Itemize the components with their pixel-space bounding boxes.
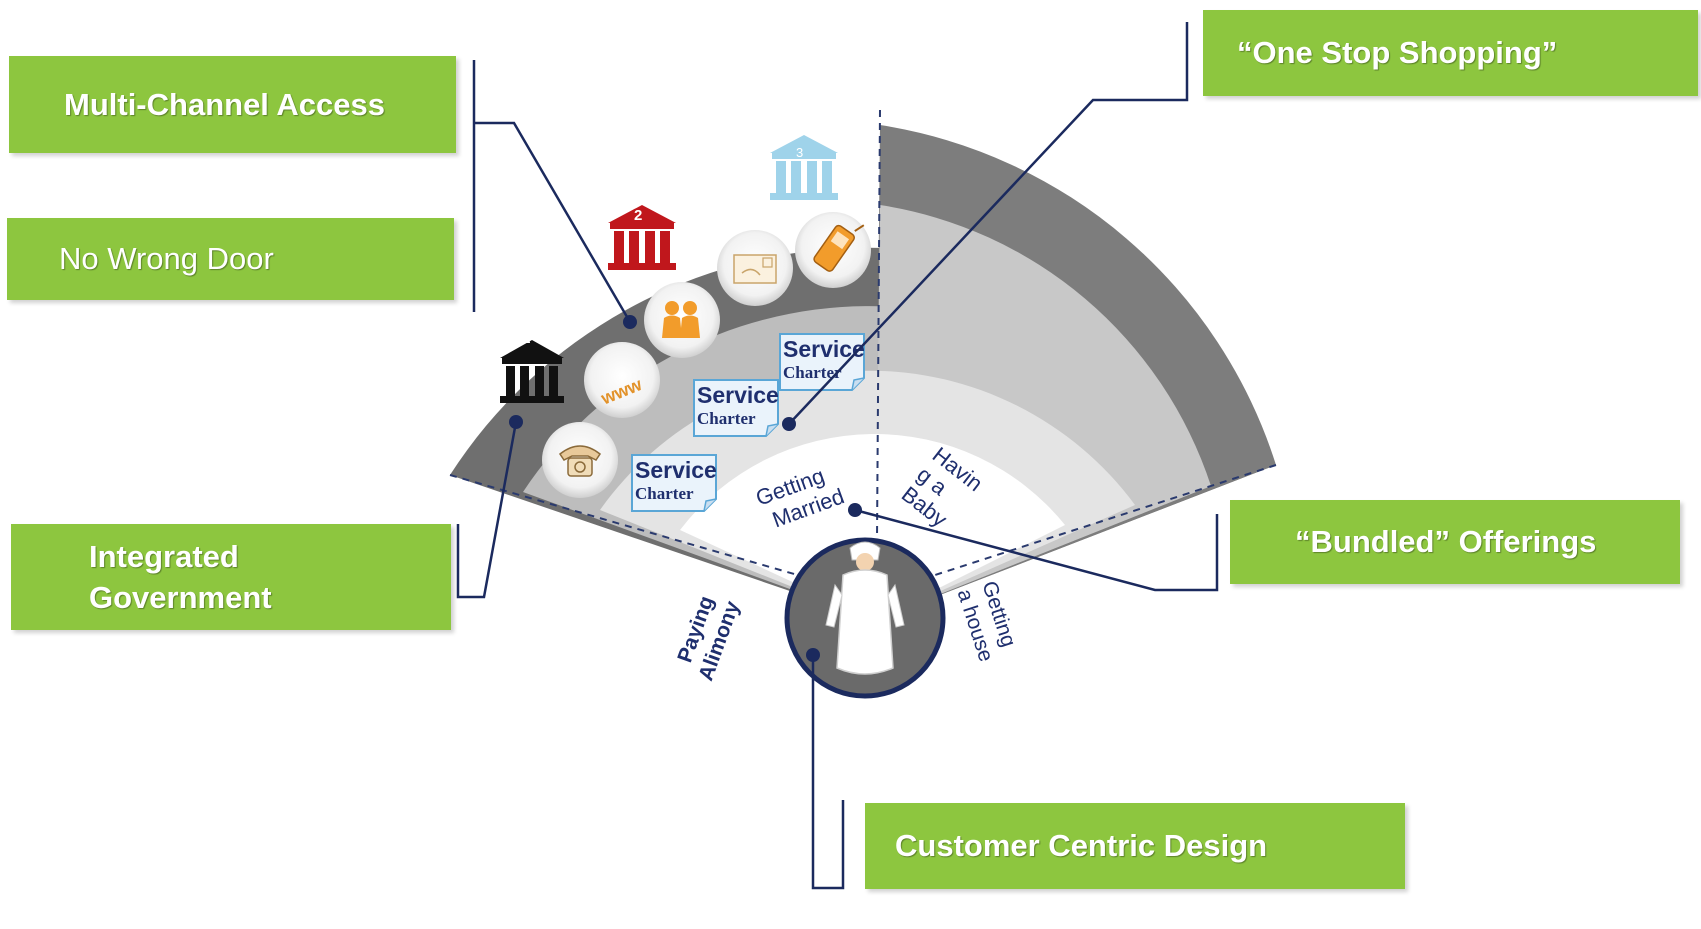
integrated-government-banner: Integrated Government — [11, 524, 451, 630]
no-wrong-door-banner: No Wrong Door — [7, 218, 454, 300]
connector-lines — [456, 22, 1219, 890]
life-event-getting-a-house: Getting a house — [953, 578, 1021, 664]
service-charter-2-line1: Service — [697, 382, 779, 408]
envelope-icon — [733, 254, 777, 284]
ministry-2-icon — [608, 205, 676, 270]
mobile-channel — [795, 212, 871, 288]
service-charter-note-1: Service Charter — [631, 454, 717, 512]
ministry-1-number: 1 — [522, 330, 530, 347]
ministry-2-number: 2 — [634, 207, 642, 224]
integrated-government-line1: Integrated — [89, 539, 239, 574]
agency-number: 3 — [796, 145, 803, 160]
service-charter-3-line1: Service — [783, 336, 865, 362]
multi-channel-access-label: Multi-Channel Access — [64, 86, 385, 122]
service-charter-3-line2: Charter — [783, 363, 842, 382]
integrated-government-line2: Government — [89, 580, 272, 615]
service-charter-2-line2: Charter — [697, 409, 756, 428]
telephone-channel — [542, 422, 618, 498]
service-charter-note-3: Service Charter — [779, 333, 865, 391]
citizen-figure-icon — [825, 541, 905, 675]
fan-dividers — [449, 109, 1277, 581]
counter-channel — [644, 282, 720, 358]
one-stop-shopping-banner: “One Stop Shopping” — [1203, 10, 1698, 96]
website-channel: www — [584, 342, 660, 418]
no-wrong-door-label: No Wrong Door — [59, 241, 274, 276]
ministry-2-label: Ministry — [630, 185, 696, 204]
customer-circle — [784, 537, 946, 699]
multi-channel-access-banner: Multi-Channel Access — [9, 56, 456, 153]
agency-label: Agency — [792, 116, 849, 135]
life-event-paying-alimony: Paying Alimony — [673, 593, 744, 684]
ministry-1-icon — [500, 340, 564, 403]
people-icon — [662, 301, 700, 338]
service-charter-1-line2: Charter — [635, 484, 694, 503]
bundled-offerings-label: “Bundled” Offerings — [1295, 524, 1597, 559]
telephone-icon — [558, 445, 602, 477]
service-charter-note-2: Service Charter — [693, 379, 779, 437]
mobile-phone-icon — [813, 224, 865, 272]
service-charter-1-line1: Service — [635, 457, 717, 483]
agency-icon — [770, 135, 838, 200]
connector-dots — [509, 315, 862, 662]
customer-centric-design-banner: Customer Centric Design — [865, 803, 1405, 889]
customer-centric-design-label: Customer Centric Design — [895, 828, 1268, 863]
life-events-core — [680, 434, 1065, 620]
one-stop-shopping-label: “One Stop Shopping” — [1237, 35, 1558, 70]
ministry-1-label: Ministry — [518, 309, 584, 328]
bundled-offerings-banner: “Bundled” Offerings — [1230, 500, 1680, 584]
mail-channel — [717, 230, 793, 306]
